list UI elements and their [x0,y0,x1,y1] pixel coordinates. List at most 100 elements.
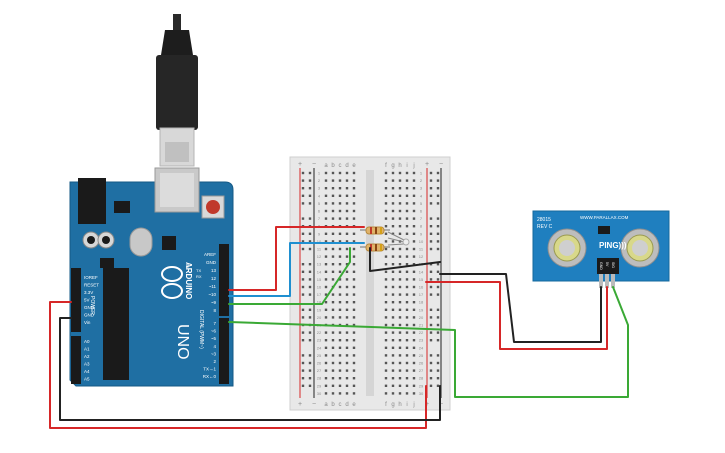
breadboard-hole[interactable] [338,278,342,281]
breadboard-rail-hole[interactable] [429,293,433,296]
breadboard-hole[interactable] [331,179,335,182]
breadboard-hole[interactable] [398,361,402,365]
breadboard-hole[interactable] [331,316,335,319]
breadboard-hole[interactable] [384,240,388,243]
breadboard-hole[interactable] [391,354,395,357]
breadboard-hole[interactable] [391,202,395,205]
breadboard-hole[interactable] [345,308,349,311]
breadboard-hole[interactable] [331,194,335,197]
breadboard-hole[interactable] [352,255,356,258]
breadboard-hole[interactable] [338,301,342,304]
breadboard-rail-hole[interactable] [308,316,312,319]
breadboard-rail-hole[interactable] [301,308,305,311]
breadboard-hole[interactable] [384,369,388,372]
breadboard-hole[interactable] [345,171,349,175]
breadboard-rail-hole[interactable] [436,377,440,380]
breadboard-hole[interactable] [345,316,349,319]
breadboard-rail-hole[interactable] [308,187,312,190]
breadboard-rail-hole[interactable] [301,377,305,380]
breadboard-rail-hole[interactable] [301,285,305,289]
breadboard-hole[interactable] [412,187,416,190]
breadboard-hole[interactable] [345,293,349,296]
breadboard-hole[interactable] [391,217,395,220]
breadboard-rail-hole[interactable] [308,361,312,365]
breadboard-hole[interactable] [384,346,388,349]
breadboard-hole[interactable] [331,293,335,296]
breadboard-hole[interactable] [345,179,349,182]
breadboard-hole[interactable] [331,308,335,311]
breadboard-rail-hole[interactable] [308,278,312,281]
rgb-led[interactable] [387,231,410,246]
breadboard-hole[interactable] [384,354,388,357]
breadboard-hole[interactable] [412,361,416,365]
breadboard-hole[interactable] [391,278,395,281]
breadboard-hole[interactable] [352,171,356,175]
breadboard-hole[interactable] [331,217,335,220]
breadboard-hole[interactable] [324,247,328,251]
breadboard-hole[interactable] [352,377,356,380]
breadboard-hole[interactable] [398,255,402,258]
breadboard-hole[interactable] [331,377,335,380]
breadboard-hole[interactable] [384,202,388,205]
breadboard-hole[interactable] [398,293,402,296]
breadboard-hole[interactable] [345,369,349,372]
breadboard-hole[interactable] [412,301,416,304]
breadboard-hole[interactable] [352,247,356,251]
breadboard-hole[interactable] [324,202,328,205]
breadboard-hole[interactable] [398,263,402,266]
breadboard-hole[interactable] [391,240,395,243]
breadboard-hole[interactable] [405,354,409,357]
breadboard-hole[interactable] [345,392,349,395]
breadboard-hole[interactable] [331,354,335,357]
breadboard-hole[interactable] [345,209,349,213]
breadboard-hole[interactable] [398,346,402,349]
breadboard-hole[interactable] [384,255,388,258]
breadboard-hole[interactable] [352,202,356,205]
breadboard-hole[interactable] [384,331,388,334]
breadboard-rail-hole[interactable] [429,369,433,372]
breadboard-rail-hole[interactable] [308,247,312,251]
breadboard-rail-hole[interactable] [308,179,312,182]
breadboard-hole[interactable] [391,194,395,197]
breadboard-rail-hole[interactable] [429,308,433,311]
breadboard-rail-hole[interactable] [429,377,433,380]
breadboard-rail-hole[interactable] [308,240,312,243]
breadboard-hole[interactable] [338,247,342,251]
breadboard-hole[interactable] [384,293,388,296]
breadboard-hole[interactable] [412,308,416,311]
breadboard-hole[interactable] [331,331,335,334]
breadboard-rail-hole[interactable] [429,171,433,175]
breadboard-hole[interactable] [384,194,388,197]
breadboard-hole[interactable] [331,187,335,190]
breadboard-rail-hole[interactable] [308,369,312,372]
breadboard-hole[interactable] [391,209,395,213]
breadboard-hole[interactable] [331,263,335,266]
breadboard-hole[interactable] [338,240,342,243]
breadboard-hole[interactable] [405,194,409,197]
breadboard-hole[interactable] [352,232,356,235]
breadboard-rail-hole[interactable] [429,270,433,273]
breadboard-hole[interactable] [352,354,356,357]
breadboard-hole[interactable] [384,285,388,289]
breadboard-rail-hole[interactable] [429,316,433,319]
breadboard-hole[interactable] [345,217,349,220]
breadboard-hole[interactable] [412,354,416,357]
breadboard-hole[interactable] [352,278,356,281]
breadboard-hole[interactable] [338,179,342,182]
breadboard-hole[interactable] [338,316,342,319]
breadboard-hole[interactable] [338,339,342,342]
breadboard-rail-hole[interactable] [429,240,433,243]
breadboard-rail-hole[interactable] [301,217,305,220]
breadboard-rail-hole[interactable] [436,331,440,334]
breadboard-rail-hole[interactable] [301,232,305,235]
breadboard-hole[interactable] [398,232,402,235]
breadboard-hole[interactable] [405,255,409,258]
breadboard-hole[interactable] [331,247,335,251]
breadboard-hole[interactable] [324,217,328,220]
breadboard-rail-hole[interactable] [301,171,305,175]
breadboard-hole[interactable] [391,384,395,387]
breadboard-hole[interactable] [345,339,349,342]
breadboard-hole[interactable] [338,255,342,258]
breadboard-hole[interactable] [398,285,402,289]
breadboard-hole[interactable] [331,255,335,258]
